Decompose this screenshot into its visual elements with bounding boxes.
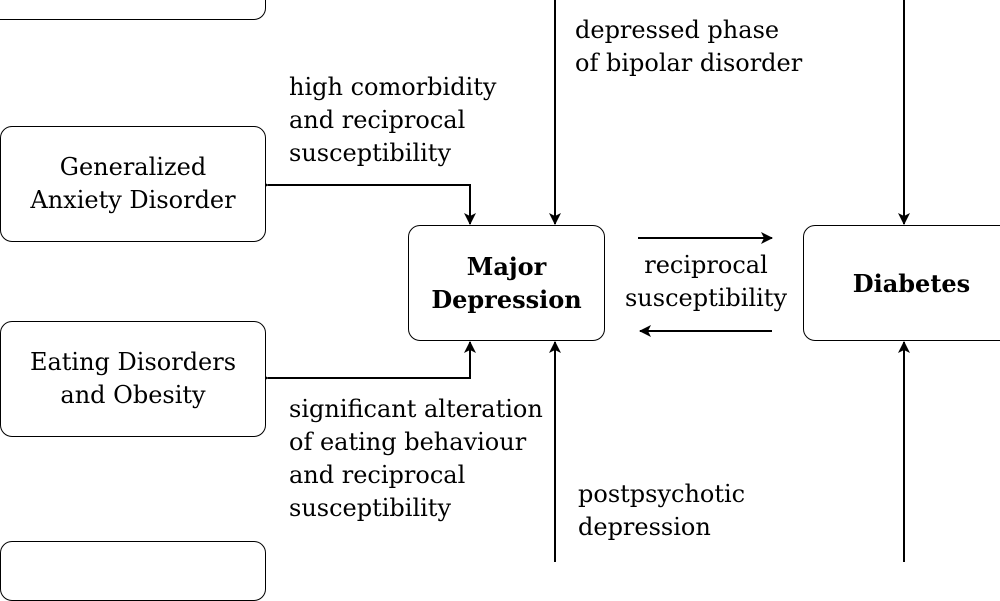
postpsychotic-label: postpsychotic depression — [578, 478, 745, 544]
major-depression-box: Major Depression — [408, 225, 605, 341]
bipolar-label-line-2: of bipolar disorder — [575, 49, 803, 77]
depression-line-2: Depression — [431, 285, 582, 314]
diabetes-line-1: Diabetes — [852, 268, 971, 298]
comorbidity-label-line-3: susceptibility — [289, 139, 452, 167]
eating-behaviour-label: significant alteration of eating behavio… — [289, 393, 543, 525]
postpsychotic-label-line-2: depression — [578, 513, 711, 541]
gad-line-1: Generalized — [59, 153, 207, 181]
bottom-partial-box — [0, 541, 266, 601]
eating-depression-connector — [257, 341, 476, 384]
bipolar-label: depressed phase of bipolar disorder — [575, 14, 802, 80]
eating-disorders-box: Eating Disorders and Obesity — [0, 321, 266, 437]
gad-line-2: Anxiety Disorder — [30, 186, 236, 214]
reciprocal-label-line-1: reciprocal — [644, 251, 768, 279]
diagram-connectors — [257, 0, 910, 562]
gad-depression-connector — [257, 179, 476, 225]
reciprocal-label-line-2: susceptibility — [624, 284, 787, 312]
eating-line-2: and Obesity — [60, 381, 206, 409]
comorbidity-label-line-1: high comorbidity — [289, 73, 497, 101]
eating-behaviour-label-line-1: significant alteration — [289, 395, 543, 423]
comorbidity-label: high comorbidity and reciprocal suscepti… — [289, 71, 496, 170]
eating-behaviour-label-line-3: and reciprocal — [289, 461, 466, 489]
depression-line-1: Major — [466, 252, 547, 281]
eating-behaviour-label-line-4: susceptibility — [289, 494, 452, 522]
diabetes-box: Diabetes — [803, 225, 1000, 341]
reciprocal-susceptibility-label: reciprocal susceptibility — [620, 249, 792, 315]
postpsychotic-label-line-1: postpsychotic — [578, 480, 746, 508]
eating-behaviour-label-line-2: of eating behaviour — [289, 428, 527, 456]
bipolar-label-line-1: depressed phase — [575, 16, 780, 44]
top-partial-box — [0, 0, 266, 20]
eating-line-1: Eating Disorders — [29, 348, 237, 376]
comorbidity-label-line-2: and reciprocal — [289, 106, 466, 134]
generalized-anxiety-disorder-box: Generalized Anxiety Disorder — [0, 126, 266, 242]
